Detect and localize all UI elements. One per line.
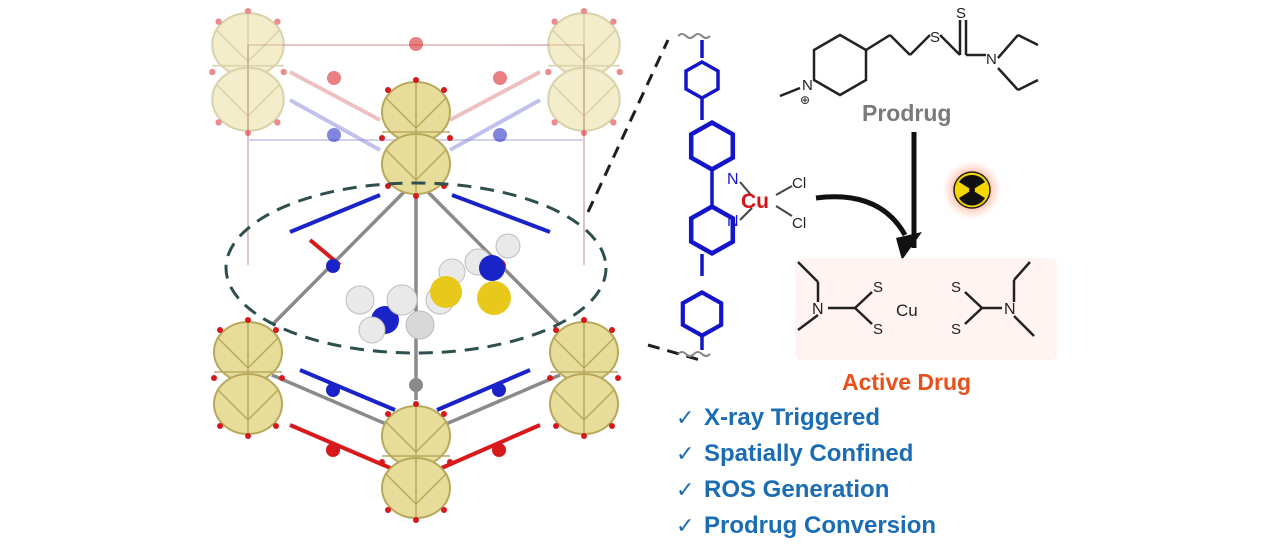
feature-item: ✓ ROS Generation: [676, 472, 936, 508]
chloride-top-label: Cl: [792, 175, 806, 192]
cu-bipyridine-linker: N N Cu Cl Cl: [677, 33, 806, 357]
check-icon: ✓: [676, 405, 695, 430]
chloride-bottom-label: Cl: [792, 215, 806, 232]
confinement-dashed-ellipse: [224, 181, 608, 355]
linker-wavy-top: [677, 33, 711, 39]
thioester-s-label: S: [930, 29, 940, 46]
mof-cluster-right: [546, 316, 622, 440]
phenyl-ring-top: [684, 60, 720, 100]
complex-s3: S: [951, 279, 961, 296]
check-icon: ✓: [676, 513, 695, 538]
mof-lattice: [208, 6, 624, 524]
pyridine-ring-upper: [691, 123, 733, 170]
complex-cu: Cu: [896, 301, 918, 320]
radiation-icon: [942, 160, 1002, 220]
feature-text: X-ray Triggered: [704, 404, 881, 431]
mof-cluster-left: [210, 316, 286, 440]
feature-item: ✓ Prodrug Conversion: [676, 508, 936, 544]
zoom-callout-lines: [586, 39, 701, 362]
check-icon: ✓: [676, 441, 695, 466]
complex-s1: S: [873, 279, 883, 296]
conversion-arrows: [815, 132, 922, 260]
active-drug-complex: N S S Cu S S N: [795, 258, 1057, 360]
positive-charge-label: ⊕: [800, 93, 810, 107]
feature-item: ✓ X-ray Triggered: [676, 400, 936, 436]
feature-item: ✓ Spatially Confined: [676, 436, 936, 472]
complex-n-left: N: [812, 301, 824, 318]
mof-cluster-top: [378, 76, 454, 200]
linker-wavy-bottom: [677, 351, 711, 357]
phenyl-ring-bottom: [683, 292, 721, 335]
faint-back-nodes: [289, 37, 541, 152]
pyramid-struts: [270, 178, 562, 432]
feature-text: ROS Generation: [704, 476, 890, 503]
amine-n-label: N: [986, 51, 997, 68]
complex-s2: S: [873, 321, 883, 338]
pyridine-n-bottom: N: [727, 213, 739, 230]
feature-text: Spatially Confined: [704, 440, 914, 467]
mof-cluster-bottom: [378, 400, 454, 524]
front-linkers: [289, 193, 551, 472]
prodrug-label: Prodrug: [862, 100, 951, 126]
pyridine-n-top: N: [727, 171, 739, 188]
complex-s4: S: [951, 321, 961, 338]
active-drug-label: Active Drug: [842, 369, 971, 395]
feature-checklist: ✓ X-ray Triggered ✓ Spatially Confined ✓ RO…: [676, 400, 936, 544]
check-icon: ✓: [676, 477, 695, 502]
prodrug-spacefill-model: [345, 233, 521, 344]
thione-s-label: S: [956, 5, 966, 22]
prodrug-structure: [779, 20, 1039, 98]
feature-text: Prodrug Conversion: [704, 512, 937, 539]
pyridinium-n-label: N: [802, 77, 813, 94]
complex-n-right: N: [1004, 301, 1016, 318]
cu-to-drug-arrow: [815, 194, 908, 237]
cu-center-label: Cu: [741, 190, 769, 213]
